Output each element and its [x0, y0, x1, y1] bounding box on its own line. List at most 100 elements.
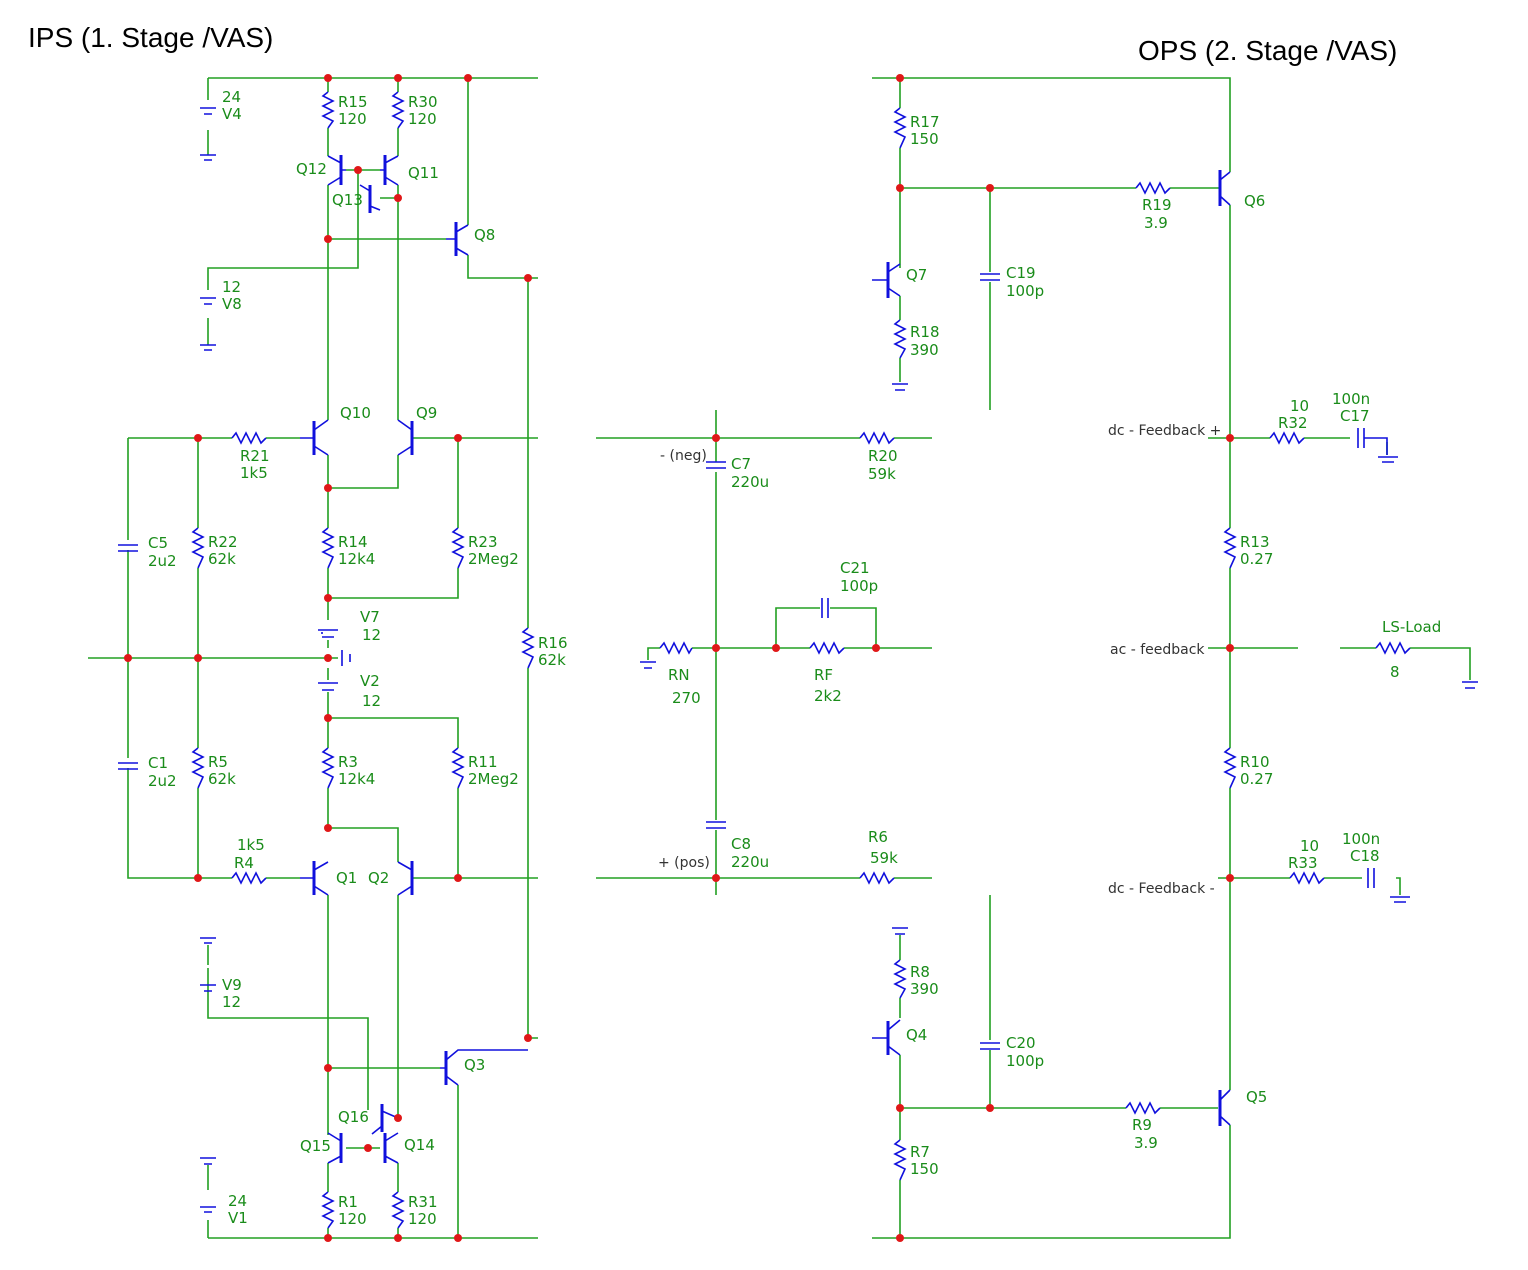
transistor-Q11: Q11 — [380, 155, 439, 186]
ips-wires — [88, 77, 538, 1239]
junction-dot — [1226, 874, 1234, 882]
junction-dot — [524, 274, 532, 282]
transistor-Q14: Q14 — [383, 1132, 435, 1164]
Q5-ref: Q5 — [1246, 1088, 1267, 1106]
battery-V8: 12 V8 — [200, 278, 242, 351]
capacitor-C17: 100n C17 — [1332, 390, 1398, 463]
ips-title: IPS (1. Stage /VAS) — [28, 22, 273, 53]
junction-dot — [324, 824, 332, 832]
resistor-R3: R3 12k4 — [321, 747, 375, 789]
RF-ref: RF — [814, 666, 833, 684]
C8-value: 220u — [731, 853, 769, 871]
junction-dot — [454, 434, 462, 442]
R6-ref: R6 — [868, 828, 888, 846]
Q6-ref: Q6 — [1244, 192, 1265, 210]
R7-value: 150 — [910, 1160, 939, 1178]
transistor-Q15: Q15 — [300, 1132, 343, 1164]
Q15-ref: Q15 — [300, 1137, 331, 1155]
resistor-R10: R10 0.27 — [1223, 747, 1273, 789]
C5-ref: C5 — [148, 534, 168, 552]
Q9-ref: Q9 — [416, 404, 437, 422]
V8-value: 12 — [222, 278, 241, 296]
R5-value: 62k — [208, 770, 236, 788]
C1-value: 2u2 — [148, 772, 177, 790]
junction-dot — [712, 874, 720, 882]
R13-ref: R13 — [1240, 533, 1270, 551]
ops-components: R17 150 R19 3.9 Q6 Q7 C19 100p — [872, 107, 1478, 1181]
capacitor-C19: C19 100p — [980, 264, 1044, 300]
R6-value: 59k — [870, 849, 898, 867]
junction-dot — [712, 434, 720, 442]
resistor-LS-Load: LS-Load 8 — [1375, 618, 1478, 689]
C17-ref: C17 — [1340, 407, 1370, 425]
capacitor-C18: 100n C18 — [1342, 830, 1410, 903]
junction-dot — [1226, 644, 1234, 652]
R7-ref: R7 — [910, 1143, 930, 1161]
transistor-Q1: Q1 — [300, 861, 357, 896]
feedback-network: - (neg) + (pos) C7 220u R20 59k C21 100p… — [596, 410, 932, 895]
Q14-ref: Q14 — [404, 1136, 435, 1154]
R18-ref: R18 — [910, 323, 940, 341]
V1-ref: V1 — [228, 1209, 248, 1227]
R23-ref: R23 — [468, 533, 498, 551]
resistor-RF: RF 2k2 — [809, 641, 845, 705]
resistor-R30: R30 120 — [391, 91, 438, 129]
C20-value: 100p — [1006, 1052, 1044, 1070]
R3-value: 12k4 — [338, 770, 375, 788]
C17-value: 100n — [1332, 390, 1370, 408]
capacitor-C20: C20 100p — [980, 1034, 1044, 1070]
resistor-R32: 10 R32 — [1269, 397, 1309, 445]
bias-mark — [341, 650, 351, 666]
resistor-R13: R13 0.27 — [1223, 527, 1273, 569]
R20-value: 59k — [868, 465, 896, 483]
junction-dot — [986, 1104, 994, 1112]
R19-ref: R19 — [1142, 196, 1172, 214]
Q4-ref: Q4 — [906, 1026, 927, 1044]
R22-value: 62k — [208, 550, 236, 568]
R11-value: 2Meg2 — [468, 770, 519, 788]
junction-dot — [324, 1234, 332, 1242]
R15-ref: R15 — [338, 93, 368, 111]
R21-value: 1k5 — [240, 464, 268, 482]
C18-ref: C18 — [1350, 847, 1380, 865]
junction-dot — [324, 654, 332, 662]
C7-ref: C7 — [731, 455, 751, 473]
transistor-Q7: Q7 — [872, 262, 927, 298]
resistor-R21: R21 1k5 — [231, 431, 270, 482]
transistor-Q2: Q2 — [368, 861, 414, 896]
net-neg: - (neg) — [660, 448, 707, 464]
junction-dot — [324, 1064, 332, 1072]
R4-ref: R4 — [234, 854, 254, 872]
capacitor-C21: C21 100p — [821, 559, 878, 618]
Q3-ref: Q3 — [464, 1056, 485, 1074]
transistor-Q6: Q6 — [1218, 170, 1265, 210]
C18-value: 100n — [1342, 830, 1380, 848]
transistor-Q13: Q13 — [332, 184, 381, 213]
R16-ref: R16 — [538, 634, 568, 652]
capacitor-C7: C7 220u — [706, 455, 769, 491]
R13-value: 0.27 — [1240, 550, 1273, 568]
junction-dot — [524, 1034, 532, 1042]
junction-dot — [896, 1234, 904, 1242]
junction-dot — [896, 74, 904, 82]
R4-value: 1k5 — [237, 836, 265, 854]
R18-value: 390 — [910, 341, 939, 359]
R32-value: 10 — [1290, 397, 1309, 415]
RN-ref: RN — [668, 666, 690, 684]
junction-dot — [454, 1234, 462, 1242]
R20-ref: R20 — [868, 447, 898, 465]
V8-ref: V8 — [222, 295, 242, 313]
net-dc-feedback-minus: dc - Feedback - — [1108, 881, 1215, 897]
R10-ref: R10 — [1240, 753, 1270, 771]
transistor-Q12: Q12 — [296, 155, 346, 186]
R14-ref: R14 — [338, 533, 368, 551]
Q1-ref: Q1 — [336, 869, 357, 887]
V9-value: 12 — [222, 993, 241, 1011]
R8-ref: R8 — [910, 963, 930, 981]
V1-value: 24 — [228, 1192, 247, 1210]
junction-dot — [464, 74, 472, 82]
V2-value: 12 — [362, 692, 381, 710]
resistor-R31: R31 120 — [391, 1191, 438, 1229]
junction-dot — [872, 644, 880, 652]
R9-value: 3.9 — [1134, 1134, 1158, 1152]
